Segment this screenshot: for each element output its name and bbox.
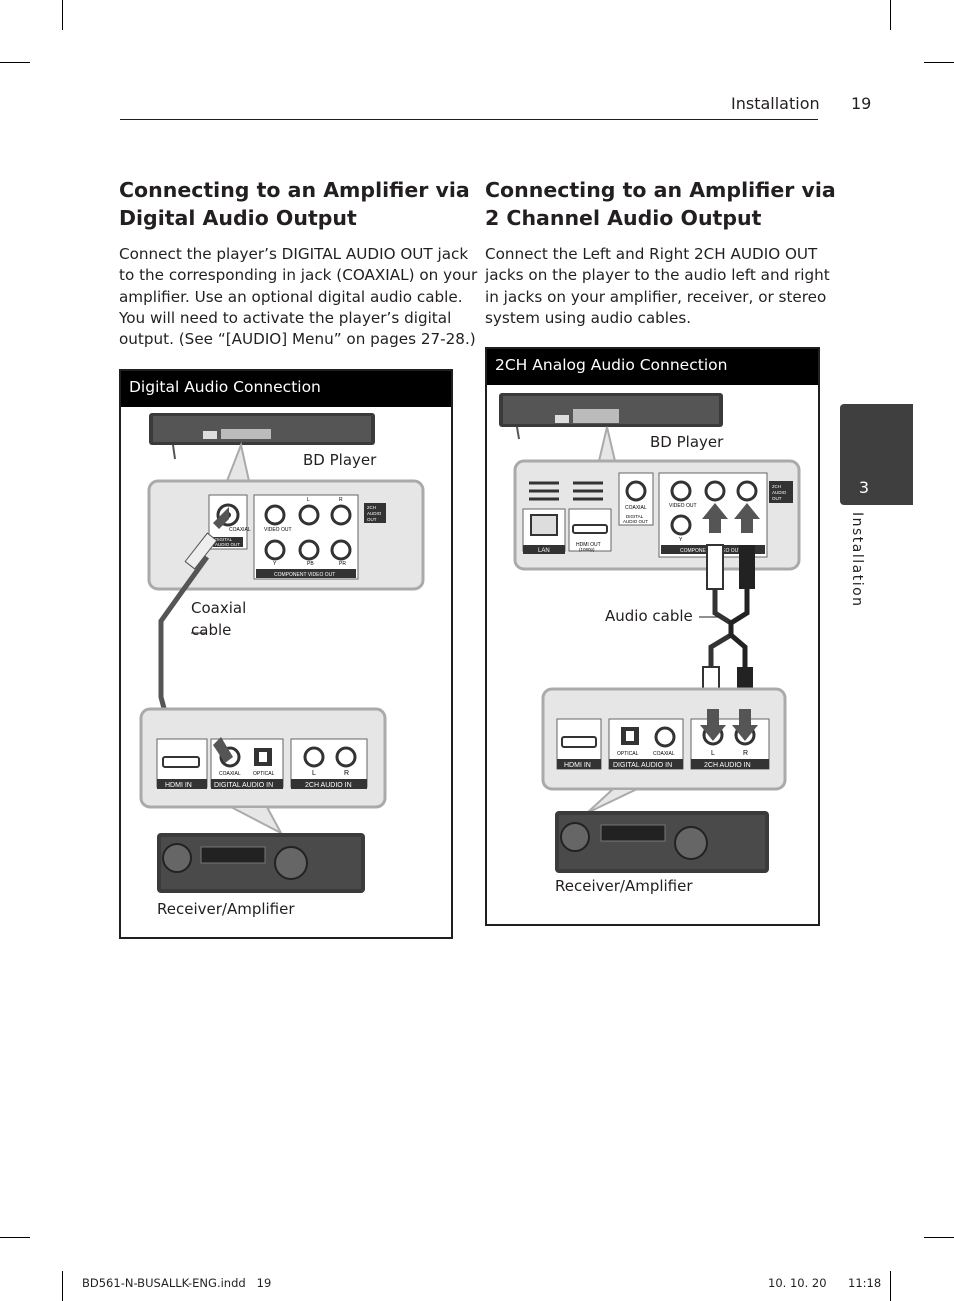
digital-audio-figure: Digital Audio Connection COAXIAL DIGITAL… — [119, 369, 453, 939]
left-body-line: Connect the player’s DIGITAL AUDIO OUT j… — [119, 245, 469, 263]
chapter-tab — [840, 404, 913, 505]
right-heading: Connecting to an Amplifier via 2 Channel… — [485, 176, 836, 232]
right-body: Connect the Left and Right 2CH AUDIO OUT… — [485, 244, 830, 329]
footer-date: 10. 10. 20 — [768, 1276, 827, 1290]
header-rule — [120, 119, 818, 120]
crop-mark — [890, 0, 891, 30]
right-body-line: jacks on the player to the audio left an… — [485, 266, 830, 285]
analog-audio-figure: 2CH Analog Audio Connection LAN HDMI OUT… — [485, 347, 820, 926]
crop-mark — [0, 1237, 30, 1238]
ch2-label: OUT — [772, 496, 782, 501]
digital-out-label: DIGITAL — [626, 514, 644, 519]
amp-l-label: L — [711, 750, 715, 757]
component-label: COMPONENT VIDEO OUT — [274, 572, 335, 578]
crop-mark — [924, 62, 954, 63]
running-header-section: Installation — [731, 94, 820, 113]
ch2-label: OUT — [367, 517, 377, 522]
coaxial-cable-label: Coaxial cable — [191, 597, 246, 641]
hdmi-out-label: HDMI OUT — [576, 542, 601, 548]
digital-out-label: AUDIO OUT — [215, 542, 240, 547]
left-body: Connect the player’s DIGITAL AUDIO OUT j… — [119, 244, 477, 350]
right-body-line: in jacks on your amplifier, receiver, or… — [485, 287, 827, 306]
amp-coaxial-label: COAXIAL — [219, 771, 241, 777]
ch2-label: 2CH — [367, 505, 376, 510]
ch2-in-label: 2CH AUDIO IN — [704, 762, 751, 769]
left-body-line: You will need to activate the player’s d… — [119, 308, 452, 327]
pb-label: PB — [307, 561, 314, 567]
amp-optical-label: OPTICAL — [253, 771, 275, 777]
cable-label-line: cable — [191, 621, 232, 639]
ch2-label: AUDIO — [772, 490, 787, 495]
ch2-in-label: 2CH AUDIO IN — [305, 782, 352, 789]
crop-mark — [0, 62, 30, 63]
amp-r-label: R — [344, 770, 349, 777]
analog-connection-diagram: LAN HDMI OUT (1080p) COAXIAL DIGITAL AUD… — [499, 393, 801, 873]
digital-out-label: DIGITAL — [215, 537, 233, 542]
amp-optical-label: OPTICAL — [617, 751, 639, 757]
crop-mark — [62, 1271, 63, 1301]
arrow-down-icon — [213, 737, 233, 763]
arrow-down-icon — [732, 709, 758, 741]
footer-filename: BD561-N-BUSALLK-ENG.indd 19 — [82, 1276, 272, 1290]
figure-title: Digital Audio Connection — [121, 371, 451, 407]
video-out-label: VIDEO OUT — [669, 503, 697, 509]
coaxial-jack-label: COAXIAL — [229, 527, 251, 533]
crop-mark — [924, 1237, 954, 1238]
hdmi-out-label: (1080p) — [579, 547, 595, 552]
r-label: R — [339, 497, 343, 503]
arrow-up-icon — [213, 507, 229, 529]
right-body-line: Connect the Left and Right 2CH AUDIO OUT — [485, 245, 818, 263]
chapter-number: 3 — [858, 478, 870, 497]
l-label: L — [307, 497, 310, 503]
audio-cable-label: Audio cable — [605, 607, 693, 625]
hdmi-in-label: HDMI IN — [564, 762, 591, 769]
amp-r-label: R — [743, 750, 748, 757]
digital-connection-diagram: COAXIAL DIGITAL AUDIO OUT VIDEO OUT L R … — [139, 413, 425, 893]
audio-cable — [708, 589, 734, 667]
pr-label: PR — [339, 561, 346, 567]
right-body-line: system using audio cables. — [485, 308, 692, 327]
arrow-up-icon — [734, 503, 760, 533]
receiver-label: Receiver/Amplifier — [157, 900, 295, 918]
ch2-label: 2CH — [772, 484, 781, 489]
lan-label: LAN — [538, 548, 550, 554]
left-body-line: amplifier. Use an optional digital audio… — [119, 287, 463, 306]
left-body-line: to the corresponding in jack (COAXIAL) o… — [119, 266, 478, 285]
ch2-label: AUDIO — [367, 511, 382, 516]
cable-label-line: Coaxial — [191, 599, 247, 617]
crop-mark — [890, 1271, 891, 1301]
bd-player-label: BD Player — [303, 451, 377, 469]
receiver-label: Receiver/Amplifier — [555, 877, 693, 895]
left-heading-line1: Connecting to an Amplifier via — [119, 178, 470, 202]
y-label: Y — [679, 537, 683, 543]
bd-player-label: BD Player — [650, 433, 724, 451]
figure-title: 2CH Analog Audio Connection — [487, 349, 818, 385]
footer-time: 11:18 — [848, 1276, 882, 1290]
digital-out-label: AUDIO OUT — [623, 519, 648, 524]
left-body-line: output. (See “[AUDIO] Menu” on pages 27-… — [119, 330, 476, 349]
digital-in-label: DIGITAL AUDIO IN — [214, 782, 273, 789]
crop-mark — [62, 0, 63, 30]
amp-l-label: L — [312, 770, 316, 777]
coaxial-jack-label: COAXIAL — [625, 505, 647, 511]
left-heading: Connecting to an Amplifier via Digital A… — [119, 176, 470, 232]
arrow-up-icon — [702, 503, 728, 533]
amp-coaxial-label: COAXIAL — [653, 751, 675, 757]
video-out-label: VIDEO OUT — [264, 527, 292, 533]
page-number: 19 — [851, 94, 872, 113]
right-heading-line1: Connecting to an Amplifier via — [485, 178, 836, 202]
chapter-label: Installation — [849, 512, 865, 608]
digital-in-label: DIGITAL AUDIO IN — [613, 762, 672, 769]
left-heading-line2: Digital Audio Output — [119, 206, 357, 230]
right-heading-line2: 2 Channel Audio Output — [485, 206, 762, 230]
y-label: Y — [273, 561, 277, 567]
hdmi-in-label: HDMI IN — [165, 782, 192, 789]
arrow-down-icon — [700, 709, 726, 741]
